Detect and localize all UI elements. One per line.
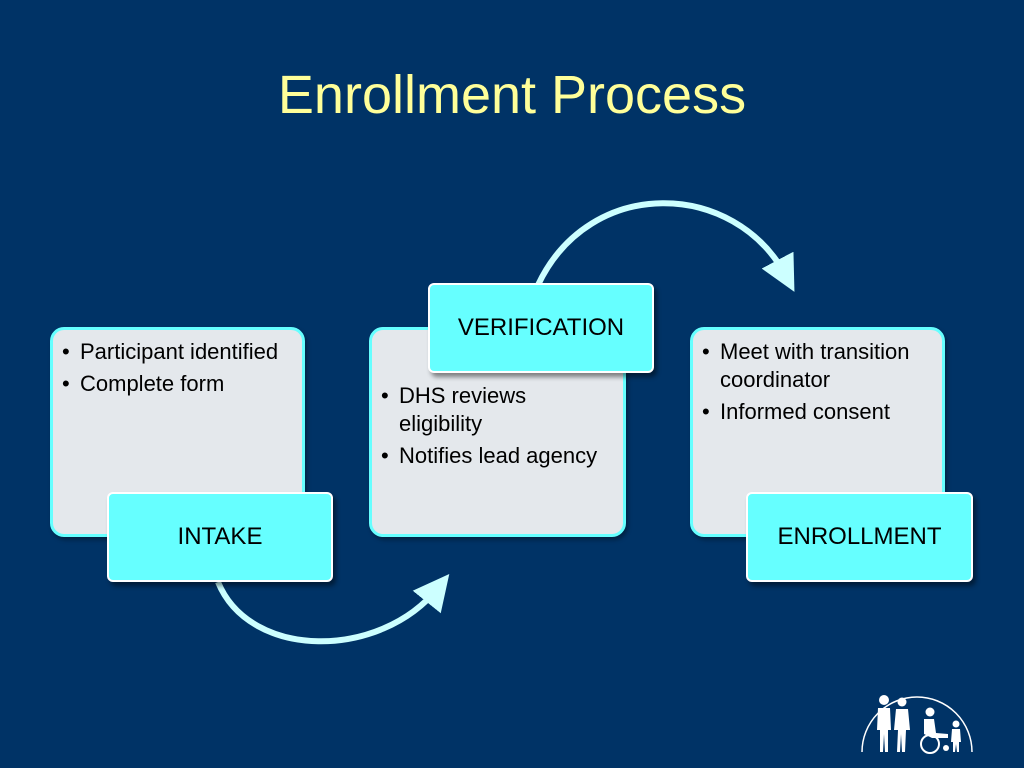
bullet-item: Complete form — [62, 370, 292, 398]
bullet-item: DHS reviews eligibility — [381, 382, 611, 438]
arrow-intake-to-verification — [215, 573, 450, 645]
enrollment-bullets: Meet with transition coordinator Informe… — [702, 338, 937, 430]
people-family-silhouette-icon — [861, 695, 973, 754]
bullet-item: Informed consent — [702, 398, 937, 426]
bullet-item: Meet with transition coordinator — [702, 338, 937, 394]
bullet-item: Participant identified — [62, 338, 292, 366]
slide-title: Enrollment Process — [277, 65, 747, 125]
verification-bullets: DHS reviews eligibility Notifies lead ag… — [381, 382, 611, 474]
verification-label: VERIFICATION — [428, 283, 654, 373]
arrow-verification-to-enrollment — [535, 200, 795, 292]
intake-label: INTAKE — [107, 492, 333, 582]
enrollment-label: ENROLLMENT — [746, 492, 973, 582]
bullet-item: Notifies lead agency — [381, 442, 611, 470]
intake-bullets: Participant identified Complete form — [62, 338, 292, 402]
